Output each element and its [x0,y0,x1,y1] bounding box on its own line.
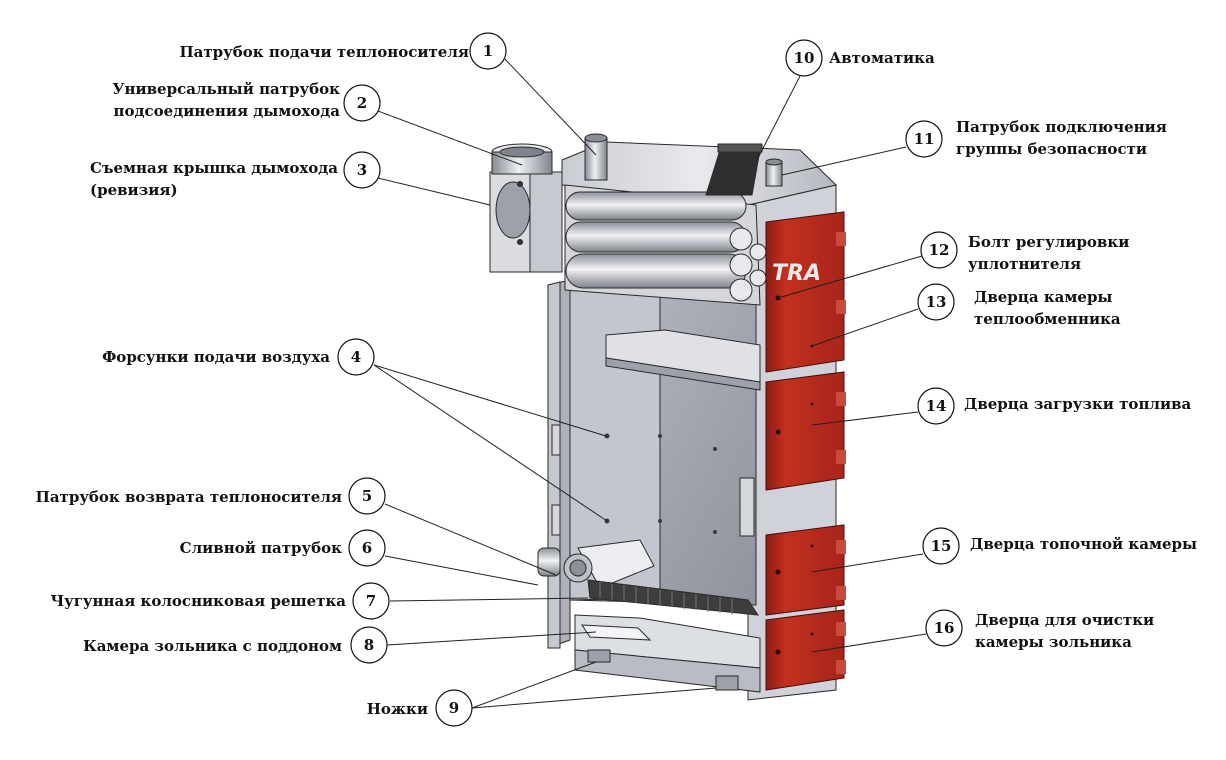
callout-badge-1: 1 [469,32,507,70]
label-15: Дверца топочной камеры [970,535,1198,553]
boiler-body [489,133,838,701]
label-5: Патрубок возврата теплоносителя [35,488,342,506]
leader-line [384,503,557,576]
callout-badge-6: 6 [348,529,386,567]
leg-rear [715,675,739,691]
ash-cleaning-door [765,609,845,691]
callout-number: 11 [914,130,935,148]
label-8: Камера зольника с поддоном [83,637,342,655]
automatics-unit [705,143,763,196]
label-9: Ножки [366,700,428,718]
callout-number: 1 [483,42,493,60]
callout-number: 2 [357,94,367,112]
callout-number: 8 [364,636,374,654]
callout-badge-14: 14 [917,387,955,425]
label-14: Дверца загрузки топлива [964,395,1192,413]
callout-number: 10 [794,49,815,67]
callout-badge-16: 16 [925,609,963,647]
callout-number: 3 [357,161,367,179]
leader-line [373,364,608,522]
callout-badge-12: 12 [920,231,958,269]
brand-logo: TRA [772,261,821,286]
leader-line [386,631,597,646]
callout-number: 9 [449,699,459,717]
leader-line [504,58,597,156]
cast-iron-grate [587,579,760,616]
firebox-door [765,524,845,616]
callout-number: 14 [926,397,947,415]
leader-line [377,177,491,206]
leader-line [755,75,801,163]
leader-line [811,411,919,426]
label-10: Автоматика [829,49,935,67]
return-and-drain-pipes [537,547,593,583]
leader-line [389,597,589,602]
label-4: Форсунки подачи воздуха [102,348,330,366]
callout-number: 7 [366,592,376,610]
air-nozzles [604,433,717,534]
callout-badge-4: 4 [337,338,375,376]
leader-line [471,661,597,709]
callout-badge-11: 11 [905,120,943,158]
leg-front [587,649,611,663]
callout-number: 4 [351,348,361,366]
leader-line [373,364,607,437]
heat-exchanger-tubes [565,191,767,302]
callout-number: 16 [934,619,955,637]
leader-line [811,553,924,573]
leader-line [384,555,539,586]
callout-badge-9: 9 [435,689,473,727]
callout-badge-2: 2 [343,84,381,122]
label-7: Чугунная колосниковая решетка [50,592,346,610]
callout-number: 5 [362,487,372,505]
callout-badge-3: 3 [343,151,381,189]
safety-group-pipe [765,158,783,187]
heat-exchanger-door [765,211,845,373]
callout-number: 12 [929,241,950,259]
callout-badge-8: 8 [350,626,388,664]
callout-badge-15: 15 [922,527,960,565]
flow-pipe [584,133,608,181]
leader-line [781,146,907,176]
label-3: Съемная крышка дымохода(ревизия) [90,159,339,199]
leader-line [811,633,927,653]
base [574,649,761,693]
leader-line [377,110,523,166]
callout-badge-10: 10 [785,39,823,77]
callout-number: 13 [926,293,947,311]
leader-line [811,308,919,347]
callout-badge-7: 7 [352,582,390,620]
flue-connector [489,143,563,273]
label-6: Сливной патрубок [179,539,342,557]
callout-badge-5: 5 [348,477,386,515]
fuel-loading-door [765,371,845,491]
leader-line [471,687,717,709]
leader-line [777,255,923,299]
leader-lines [373,58,927,709]
callout-number: 6 [362,539,372,557]
callout-number: 15 [931,537,952,555]
callout-badge-13: 13 [917,283,955,321]
label-1: Патрубок подачи теплоносителя [179,43,470,61]
front-doors [765,211,846,691]
baffle-shelf [605,329,761,383]
